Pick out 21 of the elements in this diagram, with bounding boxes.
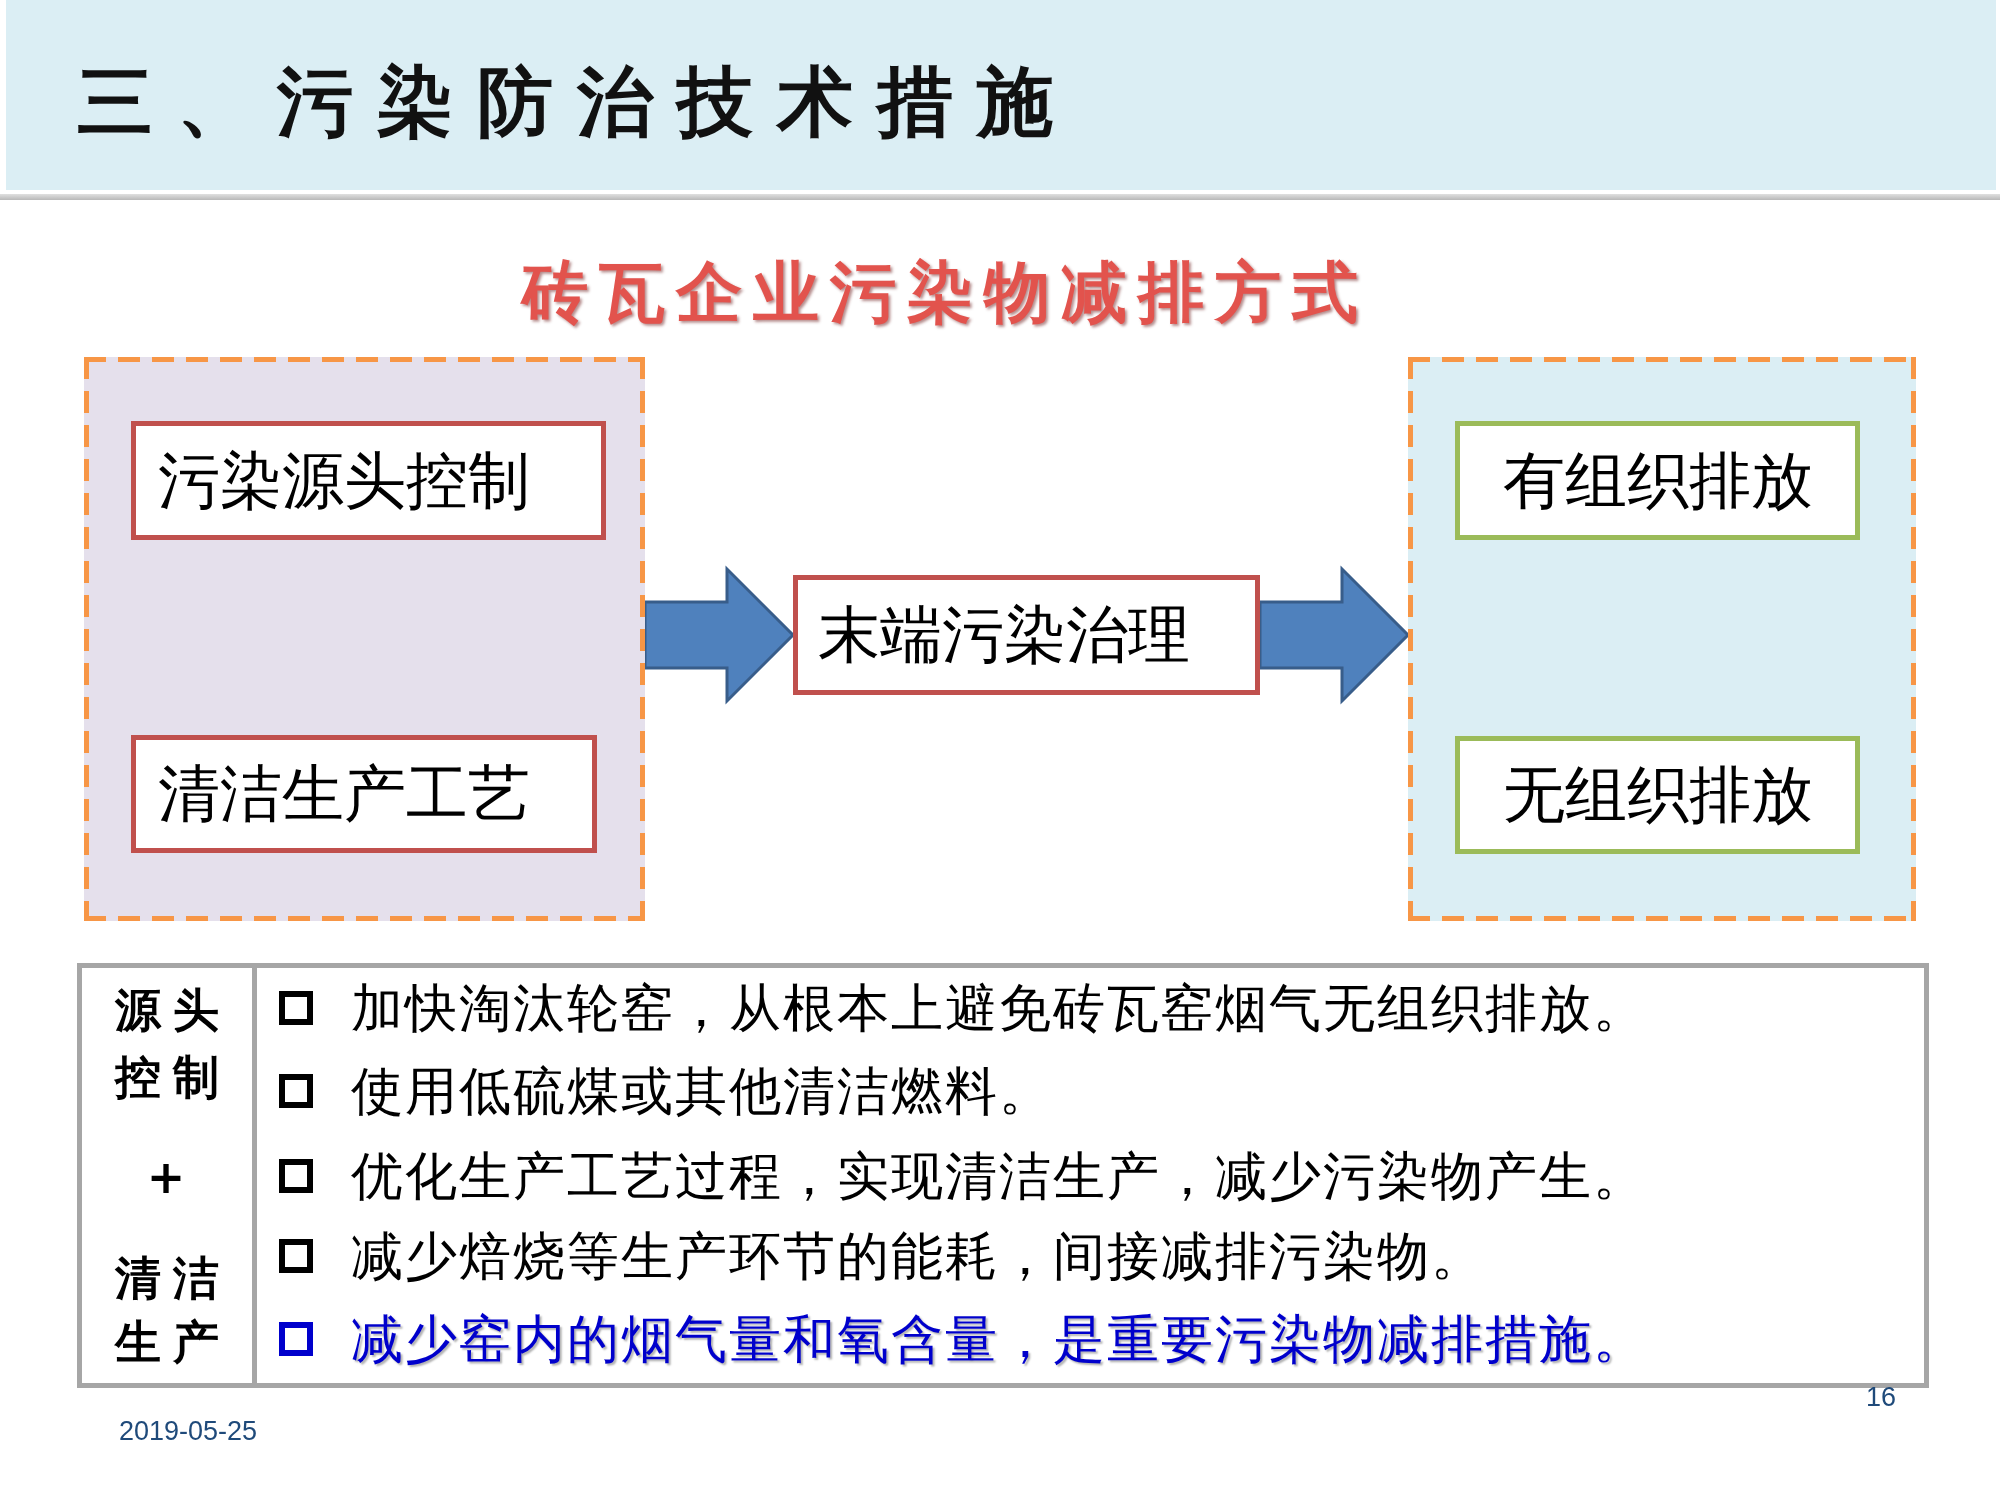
bullet-text: 减少焙烧等生产环节的能耗，间接减排污染物。 <box>351 1225 1485 1288</box>
group-panel <box>1408 357 1916 921</box>
bullet-text: 加快淘汰轮窑，从根本上避免砖瓦窑烟气无组织排放。 <box>351 977 1647 1040</box>
category-box: 清洁生产工艺 <box>131 735 597 853</box>
bullet-text: 优化生产工艺过程，实现清洁生产，减少污染物产生。 <box>351 1145 1647 1208</box>
date-text: 2019-05-25 <box>119 1415 258 1448</box>
category-box: 有组织排放 <box>1455 421 1860 540</box>
category-box: 污染源头控制 <box>131 421 606 540</box>
row-header: 清洁生产 <box>113 1250 232 1371</box>
block-arrow <box>643 565 796 705</box>
bullet-text: 使用低硫煤或其他清洁燃料。 <box>351 1060 1053 1123</box>
page-number: 16 <box>1866 1381 1897 1414</box>
category-box: 无组织排放 <box>1455 736 1860 854</box>
plus-sign: + <box>145 1149 187 1206</box>
process-box: 末端污染治理 <box>793 575 1260 695</box>
slide-title: 三、污染防治技术措施 <box>77 56 1077 148</box>
bullet-text: 减少窑内的烟气量和氧含量，是重要污染物减排措施。 <box>351 1308 1647 1371</box>
block-arrow <box>1258 565 1411 705</box>
row-header: 源头控制 <box>113 982 232 1106</box>
subtitle: 砖瓦企业污染物减排方式 <box>519 252 1370 333</box>
group-panel <box>84 357 645 921</box>
